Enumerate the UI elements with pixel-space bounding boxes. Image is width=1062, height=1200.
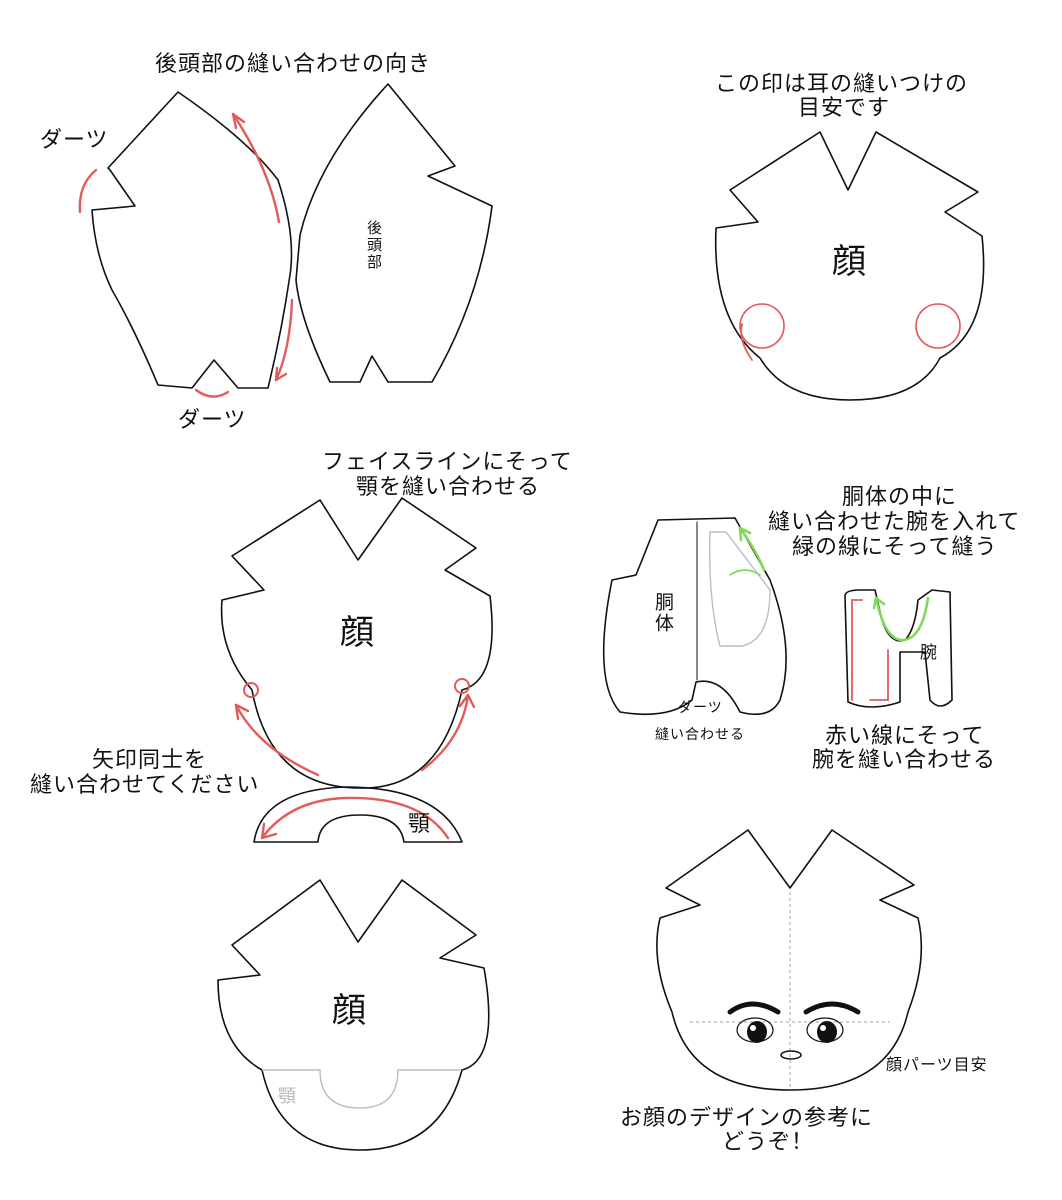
face-mark-left <box>243 682 259 698</box>
back-head-piece-label: 後頭部 <box>365 220 383 271</box>
face-parts-label: 顔パーツ目安 <box>886 1055 988 1074</box>
body-piece-label: 胴体 <box>652 592 674 634</box>
body-caption-line2: 縫い合わせた腕を入れて <box>768 510 1021 535</box>
back-head-left-piece <box>91 91 293 389</box>
red-arrow-back-head-bottom <box>274 298 294 382</box>
face-final-jaw-label: 顎 <box>278 1086 297 1107</box>
green-arrow-arm <box>874 596 930 642</box>
face-final-label: 顔 <box>332 991 367 1031</box>
green-arrow-body <box>738 526 766 572</box>
mouth <box>780 1050 802 1060</box>
back-head-right-piece <box>295 83 493 383</box>
ear-mark-left <box>739 303 785 349</box>
ear-mark-right <box>915 303 961 349</box>
body-dart-label: ダーツ <box>678 700 723 716</box>
arm-piece <box>844 589 953 708</box>
eyebrow-left <box>727 1001 781 1015</box>
design-caption-line1: お顔のデザインの参考に <box>620 1106 874 1131</box>
red-arm-line-left <box>851 599 863 701</box>
jaw-strip-label: 顎 <box>408 812 432 837</box>
dart-label-top: ダーツ <box>40 128 109 153</box>
arm-piece-label: 腕 <box>920 643 938 663</box>
jaw-caption-line2: 顎を縫い合わせる <box>356 475 541 500</box>
dart-label-bottom: ダーツ <box>178 408 247 433</box>
face-final-piece <box>217 879 490 1151</box>
eyebrow-right <box>803 1001 861 1015</box>
jaw-strip-piece <box>253 786 463 843</box>
arm-caption-line2: 腕を縫い合わせる <box>812 748 997 773</box>
design-face-piece <box>656 829 923 1091</box>
design-caption-line2: どうぞ！ <box>722 1130 815 1155</box>
guide-lines <box>262 531 890 1109</box>
body-piece <box>602 517 787 716</box>
red-arrow-jaw-strip <box>260 796 450 840</box>
red-arrow-back-head-top <box>231 112 281 224</box>
red-dart-mark-bottom <box>194 388 230 398</box>
arrow-caption-line2: 縫い合わせてください <box>30 773 260 798</box>
arrow-caption-line1: 矢印同士を <box>92 748 208 773</box>
ear-caption-line2: 目安です <box>798 96 891 121</box>
face-ear-label: 顔 <box>832 242 867 282</box>
body-sew-label: 縫い合わせる <box>655 727 745 743</box>
face-features <box>727 1001 861 1060</box>
face-ear-piece <box>714 131 985 401</box>
red-arrow-face-left <box>234 703 320 777</box>
red-arrows <box>78 112 961 840</box>
red-arm-line-right <box>869 649 889 701</box>
jaw-caption-line1: フェイスラインにそって <box>322 450 573 475</box>
green-lines <box>729 526 930 642</box>
body-caption-line1: 胴体の中に <box>842 485 958 510</box>
ear-caption-line1: この印は耳の縫いつけの <box>715 72 969 97</box>
back-head-title: 後頭部の縫い合わせの向き <box>155 52 432 77</box>
red-arrow-face-right <box>420 693 470 772</box>
face-mark-right <box>454 678 470 694</box>
face-jaw-label: 顔 <box>340 613 375 653</box>
red-dart-mark-top <box>78 168 98 214</box>
arm-caption-line1: 赤い線にそって <box>825 724 985 749</box>
body-caption-line3: 緑の線にそって縫う <box>792 535 998 560</box>
